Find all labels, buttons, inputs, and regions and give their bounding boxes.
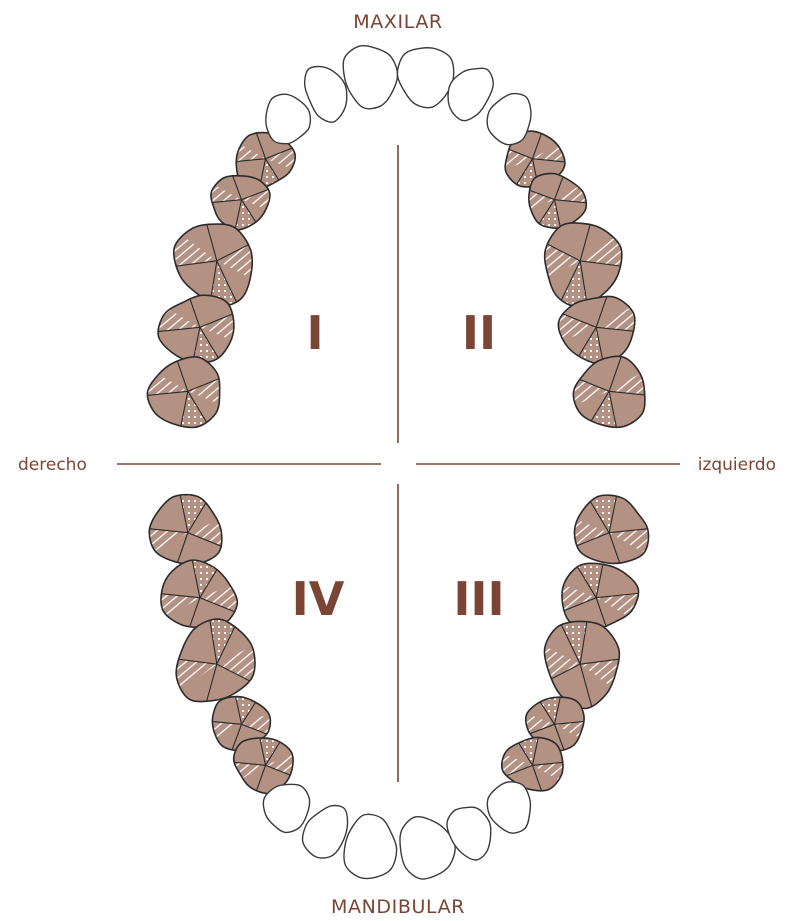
tooth-lower-anterior-6 [486, 781, 532, 834]
izquierdo-label: izquierdo [698, 455, 776, 475]
tooth-q4-3 [175, 618, 256, 703]
tooth-upper-anterior-3 [342, 44, 399, 110]
maxilar-label: MAXILAR [353, 11, 442, 33]
quadrant-label-ii: II [462, 306, 496, 360]
teeth-layer [146, 44, 650, 880]
tooth-lower-anterior-2 [301, 804, 349, 859]
tooth-q4-1 [148, 493, 223, 566]
tooth-upper-anterior-1 [265, 93, 312, 145]
mandibular-label: MANDIBULAR [331, 896, 465, 918]
tooth-lower-anterior-5 [446, 806, 492, 861]
quadrant-label-i: I [306, 306, 323, 360]
quadrant-label-iv: IV [292, 572, 345, 626]
tooth-lower-anterior-3 [343, 813, 398, 880]
tooth-q3-1 [573, 494, 650, 565]
quadrant-label-iii: III [453, 572, 504, 626]
tooth-upper-anterior-4 [396, 47, 455, 109]
derecho-label: derecho [18, 455, 87, 475]
tooth-upper-anterior-6 [486, 92, 532, 146]
tooth-upper-anterior-5 [447, 67, 494, 122]
tooth-lower-anterior-4 [399, 815, 456, 880]
tooth-upper-anterior-2 [303, 65, 348, 123]
tooth-q2-5 [572, 355, 646, 429]
tooth-lower-anterior-1 [262, 783, 311, 834]
tooth-q1-5 [146, 356, 221, 429]
